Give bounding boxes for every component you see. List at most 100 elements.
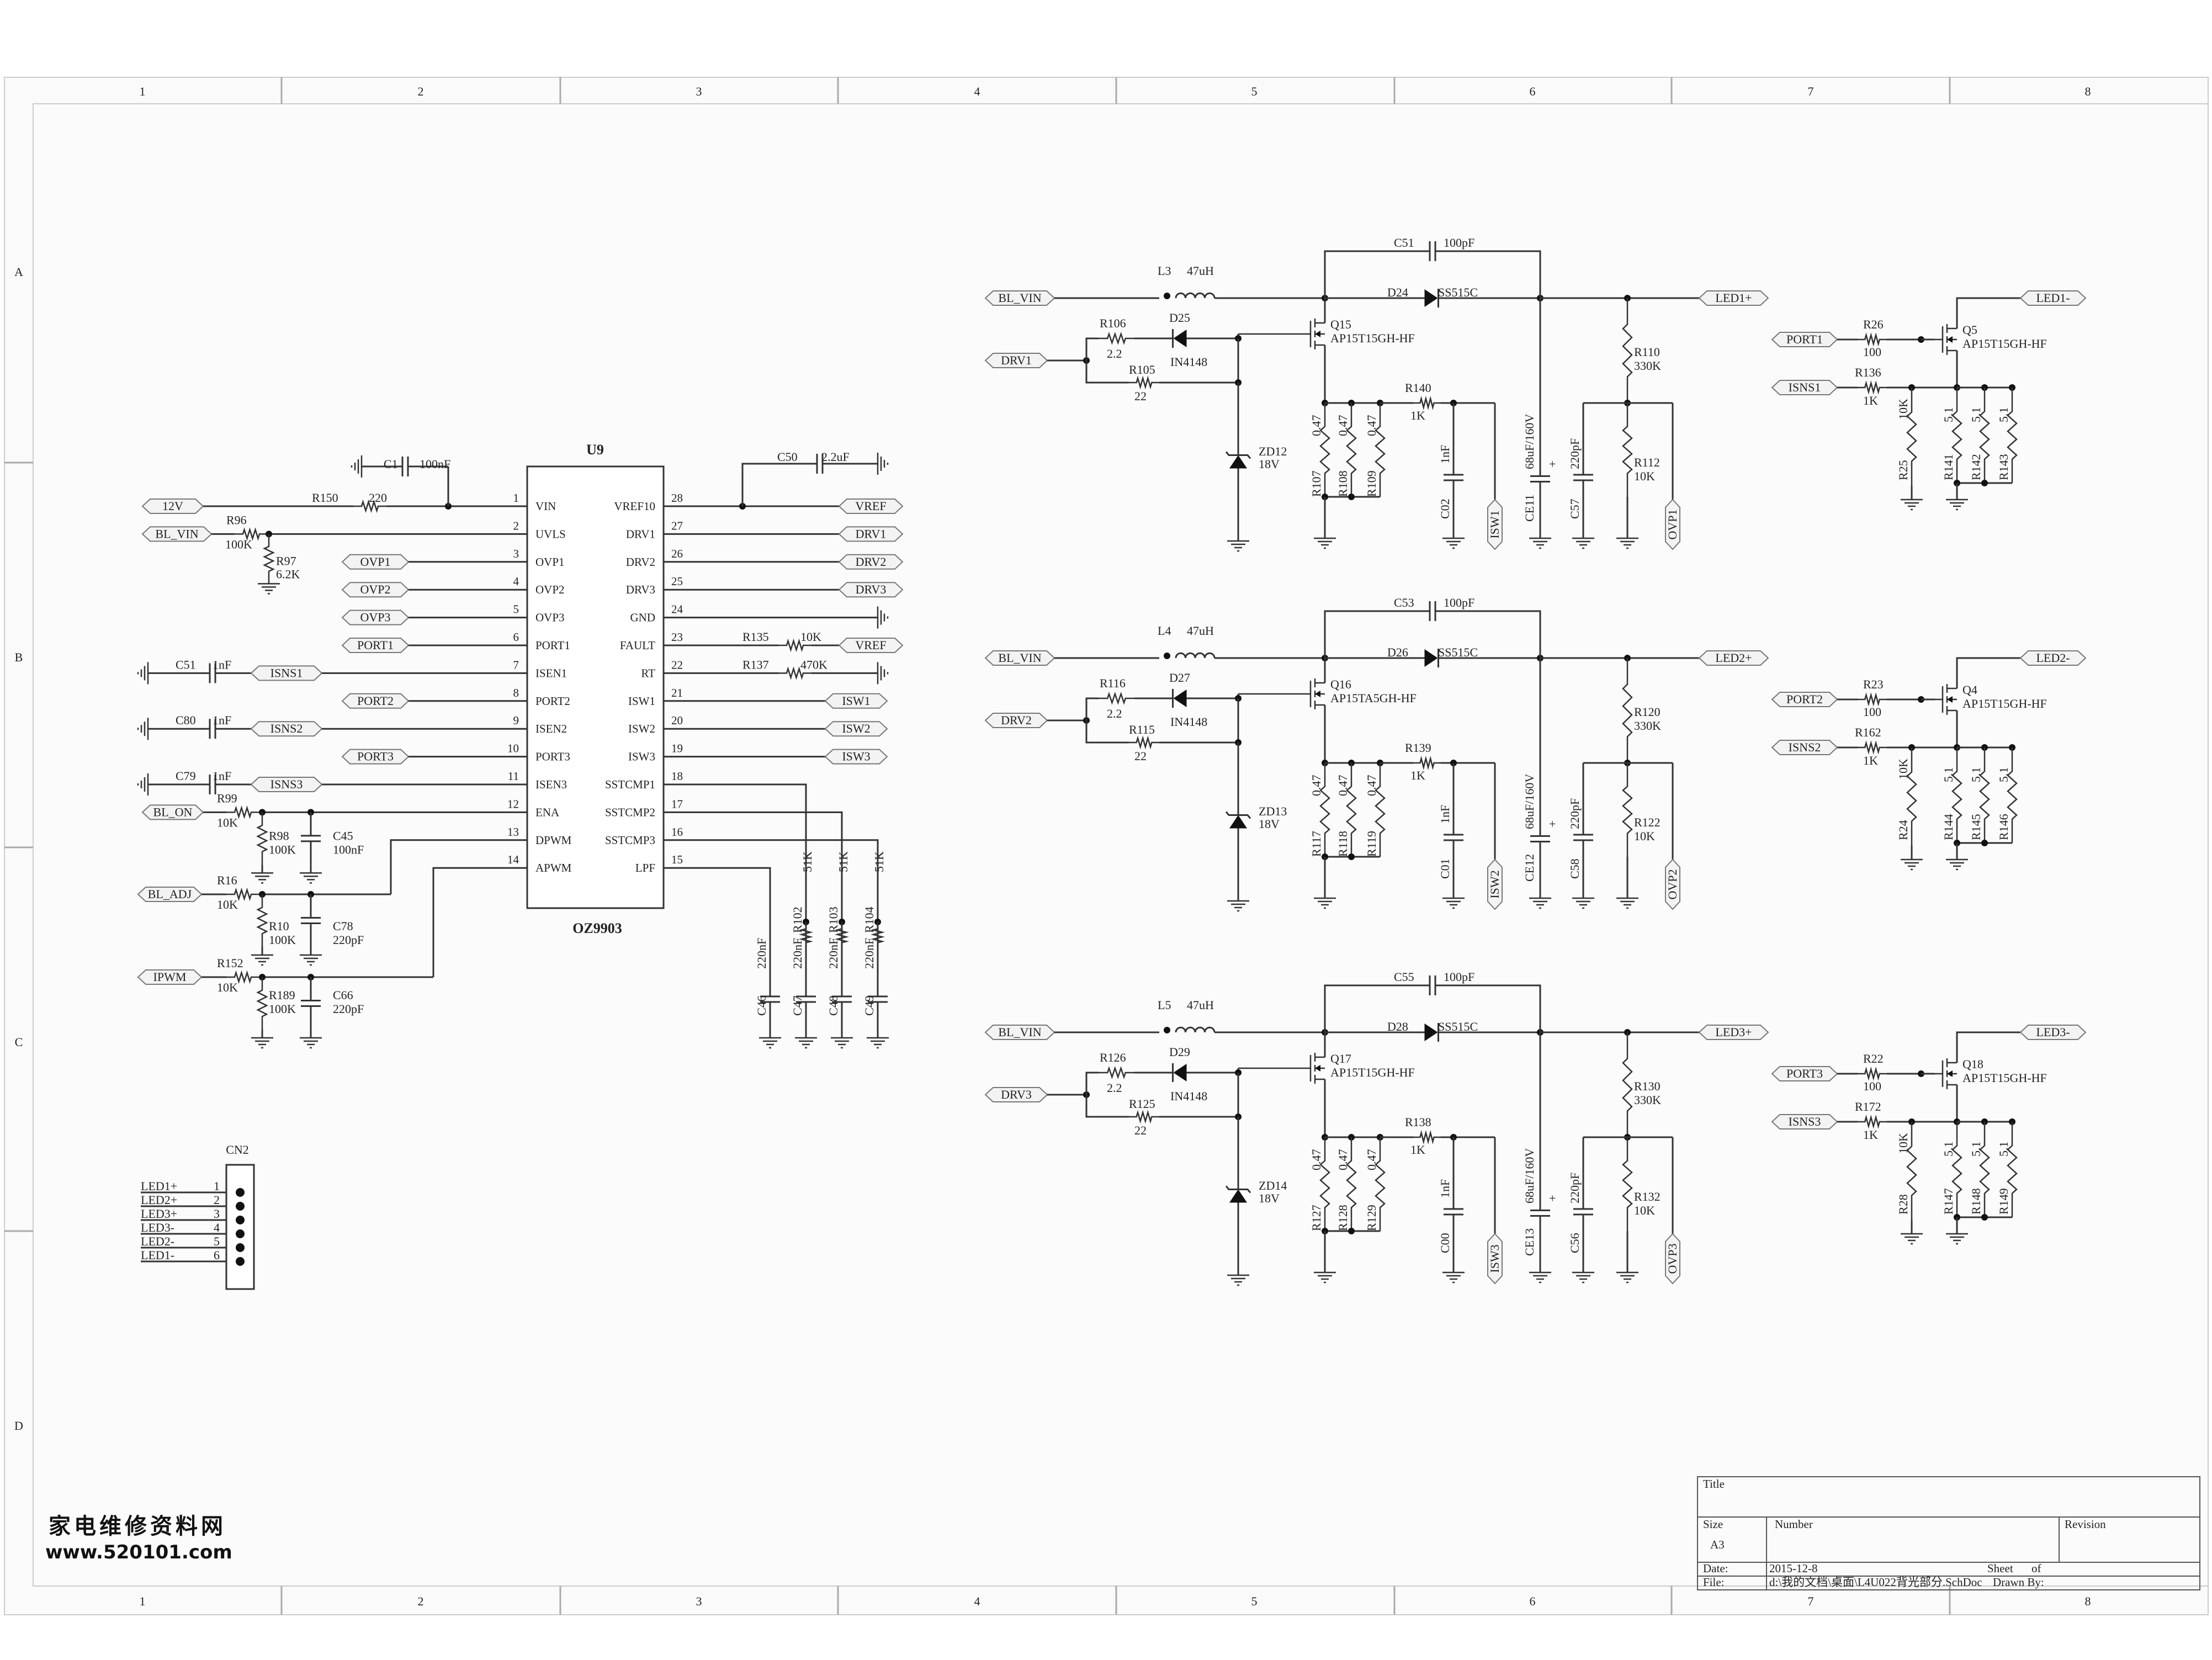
- inductor-icon: [1175, 292, 1216, 299]
- net-port-label: PORT2: [1786, 692, 1823, 706]
- oz9903-ic-body: [526, 465, 665, 909]
- ic-part: OZ9903: [572, 920, 622, 936]
- resistor-symbol: [1129, 735, 1159, 750]
- label: 220pF: [1568, 1173, 1582, 1203]
- label: 100nF: [333, 842, 364, 856]
- column-label: 6: [1530, 1594, 1536, 1608]
- label: C55: [1394, 970, 1414, 984]
- label: Sheet: [1987, 1562, 2013, 1575]
- label: 100pF: [1444, 596, 1474, 609]
- label: 10K: [800, 630, 821, 644]
- net-port-label: ISNS3: [270, 777, 303, 791]
- connector-pin-icon: [236, 1202, 245, 1211]
- wire: [1956, 297, 2020, 328]
- resistor-symbol: [778, 666, 811, 680]
- ic-pin-number: 3: [513, 547, 519, 560]
- ground-icon: [1946, 498, 1968, 511]
- column-label: 3: [696, 1594, 702, 1608]
- label: 68uF/160V: [1523, 774, 1536, 829]
- net-port-label: ISW2: [842, 722, 870, 735]
- resistor-symbol: [1858, 332, 1887, 347]
- ic-pin-name: ISEN3: [535, 778, 567, 791]
- net-port: [1665, 498, 1680, 550]
- resistor-symbol: [235, 527, 268, 541]
- sense-res-value: 5.1: [1969, 1142, 1983, 1157]
- polarity-mark: +: [1549, 1191, 1556, 1205]
- label: C51: [1394, 236, 1414, 250]
- polarity-mark: +: [1549, 457, 1556, 471]
- label: 1nF: [1438, 445, 1452, 464]
- wire: [1085, 697, 1099, 720]
- label: R189: [269, 988, 295, 1002]
- label: 18V: [1259, 1191, 1280, 1205]
- label: 10K: [1896, 1133, 1910, 1154]
- label: R137: [742, 657, 769, 671]
- label: CE13: [1523, 1228, 1536, 1256]
- resistor-symbol: [1979, 1122, 1990, 1217]
- net-port-label: LED2+: [1715, 651, 1752, 665]
- mosfet-icon: [1935, 324, 1957, 355]
- label: SS515C: [1438, 645, 1478, 659]
- connector-pin-name: LED3+: [141, 1207, 177, 1221]
- label: 2.2: [1107, 1081, 1122, 1095]
- label: 2.2uF: [821, 450, 850, 464]
- connector-pin-icon: [236, 1188, 245, 1197]
- cap-ref: C49: [862, 995, 876, 1016]
- label: CE12: [1523, 854, 1536, 882]
- wire: [1441, 610, 1541, 658]
- label: D26: [1387, 645, 1408, 659]
- net-port-label: ISNS3: [1789, 1115, 1821, 1128]
- label: 10K: [217, 898, 238, 911]
- net-port: [838, 554, 904, 570]
- cap-value: 220nF: [791, 938, 804, 969]
- label: C78: [333, 919, 353, 933]
- ic-pin-name: SSTCMP1: [605, 778, 655, 791]
- wire: [1085, 337, 1099, 360]
- column-label: 5: [1251, 84, 1258, 98]
- label: D27: [1169, 671, 1190, 685]
- net-port-label: LED3-: [2036, 1025, 2070, 1039]
- net-port-label: OVP3: [360, 611, 390, 624]
- ic-pin-number: 11: [508, 770, 519, 783]
- label: C50: [777, 450, 798, 464]
- label: C53: [1394, 596, 1414, 609]
- column-label: 8: [2085, 84, 2091, 98]
- zener-diode-icon: [1229, 815, 1247, 829]
- ic-pin-number: 15: [671, 853, 683, 866]
- label: 22: [1134, 1123, 1147, 1137]
- label: 1nF: [213, 713, 231, 727]
- resistor-symbol: [1858, 740, 1887, 755]
- net-port-label: DRV3: [856, 582, 887, 596]
- label: R152: [217, 956, 243, 970]
- zener-diode-icon: [1229, 1189, 1247, 1203]
- sense-res-ref: R128: [1336, 1205, 1350, 1231]
- sense-res-value: 0.47: [1309, 775, 1323, 797]
- diode-icon: [1173, 1064, 1187, 1081]
- label: C00: [1438, 1233, 1452, 1253]
- net-port-label: PORT1: [357, 638, 394, 652]
- resistor-symbol: [1129, 1110, 1159, 1124]
- junction-dot: [1981, 840, 1988, 846]
- sense-res-ref: R144: [1942, 814, 1955, 840]
- ic-pin-number: 5: [513, 603, 519, 616]
- resistor-symbol: [1413, 1130, 1441, 1144]
- mosfet-icon: [1238, 678, 1325, 709]
- resistor-symbol: [1622, 1032, 1633, 1137]
- sense-res-ref: R109: [1365, 470, 1378, 497]
- resistor-symbol: [256, 894, 268, 947]
- res-value: 51K: [800, 851, 814, 872]
- label: D24: [1387, 285, 1408, 299]
- net-port-label: ISW1: [842, 694, 870, 708]
- resistor-symbol: [1319, 1137, 1330, 1231]
- mosfet-icon: [1935, 1058, 1957, 1089]
- sense-res-ref: R147: [1942, 1188, 1955, 1214]
- label: SS515C: [1438, 1020, 1478, 1033]
- resistor-symbol: [871, 922, 885, 950]
- diode-icon: [1424, 649, 1438, 667]
- inductor-icon: [1175, 1026, 1216, 1033]
- resistor-symbol: [263, 534, 275, 584]
- label: 2015-12-8: [1769, 1562, 1818, 1575]
